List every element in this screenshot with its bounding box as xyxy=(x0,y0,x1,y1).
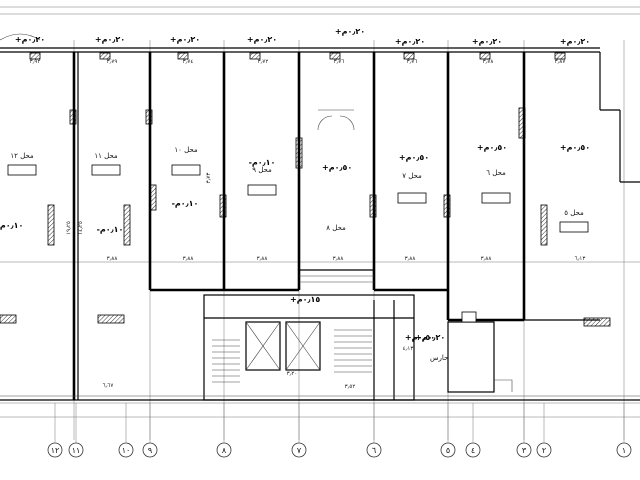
shop-level-label: +٠٫٥٠م xyxy=(405,333,435,342)
top-level-label: +٠٫٢٠م xyxy=(395,37,425,46)
top-level-label: +٠٫٢٠م xyxy=(472,37,502,46)
top-dimension-label: ٣٫٧٩ xyxy=(107,59,118,65)
bottom-boundary xyxy=(0,395,640,401)
entrance-door xyxy=(317,109,355,131)
top-level-label: +٠٫٢٠م xyxy=(335,27,365,36)
shop-name-labels: محل ١٢ محل ١١ محل ١٠ محل ٩ محل ٨ محل ٧ محل ٦ مح… xyxy=(10,146,584,232)
top-dimension-label: ٣٫٩٢ xyxy=(30,59,41,65)
axis-label: ٨ xyxy=(222,446,227,455)
shop-level-label: +٠٫٥٠م xyxy=(477,143,507,152)
shop-label-boxes xyxy=(7,164,589,233)
center-level-label: +٠٫٥٠م xyxy=(322,163,352,172)
axis-label: ١٢ xyxy=(51,446,60,455)
axis-label: ٤ xyxy=(471,446,475,455)
shop-level-labels: -٠٫١٠م -٠٫١٠م -٠٫١٠م -٠٫١٠م +٠٫٥٠م +٠٫٥٠م +٠٫٥… xyxy=(0,143,590,342)
side-dimension-labels: ١٩٫٢٥ ١٤٫٢٥ ٣٫٧٣ xyxy=(66,173,212,235)
side-dimension-label: ١٤٫٢٥ xyxy=(78,221,84,235)
bottom-dimension-label: ٣٫٨٨ xyxy=(257,256,268,262)
shop-label: محل ٦ xyxy=(486,169,506,177)
bottom-dimension-label: ٦٫١٣ xyxy=(575,256,586,262)
bottom-dimension-labels: ٣٫٨٨ ٣٫٨٨ ٣٫٨٨ ٣٫٨٨ ٣٫٨٨ ٣٫٨٨ ٦٫١٣ xyxy=(107,256,586,262)
entrance-level-label: +٠٫١٥م xyxy=(290,295,320,304)
lower-dimension-label: ٦٫٦٧ xyxy=(103,383,114,389)
lower-dimension-label: ٣٫٥٢ xyxy=(345,384,356,390)
top-dimension-label: ٣٫٧٦ xyxy=(407,59,418,65)
top-dimension-labels: ٣٫٩٢ ٣٫٧٩ ٣٫٧٤ ٣٫٧٢ ٣٫٧٦ ٣٫٧٦ ٣٫٧٨ ٣٫٨٧ xyxy=(30,59,566,65)
shop-level-label: -٠٫١٠م xyxy=(249,158,276,167)
shop-label: محل ٥ xyxy=(564,209,584,217)
axis-label: ١١ xyxy=(72,446,81,455)
service-core xyxy=(203,294,415,401)
axis-label: ٦ xyxy=(372,446,376,455)
shop-label: محل ١٢ xyxy=(10,152,34,160)
axis-label: ١ xyxy=(622,446,626,455)
grid-axis-markers: ١٢ ١١ ١٠ ٩ ٨ ٧ ٦ ٥ ٤ ٣ ٢ ١ xyxy=(47,403,632,458)
shop-level-label: -٠٫١٠م xyxy=(97,225,124,234)
shop-label: محل ١٠ xyxy=(174,146,198,154)
top-level-label: +٠٫٢٠م xyxy=(95,35,125,44)
bottom-dimension-label: ٣٫٨٨ xyxy=(107,256,118,262)
top-dimension-label: ٣٫٧٦ xyxy=(334,59,345,65)
bottom-dimension-label: ٣٫٨٨ xyxy=(481,256,492,262)
top-level-label: +٠٫٢٠م xyxy=(170,35,200,44)
axis-label: ١٠ xyxy=(122,446,131,455)
bottom-dimension-label: ٣٫٨٨ xyxy=(333,256,344,262)
bottom-dimension-label: ٣٫٨٨ xyxy=(183,256,194,262)
axis-label: ٢ xyxy=(542,446,546,455)
shop-label: محل ٨ xyxy=(326,224,346,232)
columns xyxy=(0,52,611,327)
top-level-label: +٠٫٢٠م xyxy=(15,35,45,44)
shop-level-label: -٠٫١٠م xyxy=(0,221,23,230)
top-level-labels: +٠٫٢٠م +٠٫٢٠م +٠٫٢٠م +٠٫٢٠م +٠٫٢٠م +٠٫٢٠م +٠٫٢… xyxy=(15,27,590,46)
guard-room xyxy=(447,311,513,393)
top-dimension-label: ٣٫٧٤ xyxy=(183,59,194,65)
axis-label: ٩ xyxy=(148,446,152,455)
lower-dimension-labels: ٦٫٦٧ ٣٫٢٠ ٣٫٥٢ ٤٫١٣ xyxy=(103,346,414,390)
guard-room-label: حارس xyxy=(430,354,448,362)
shop-label: محل ١١ xyxy=(94,152,118,160)
side-dimension-label: ٣٫٧٣ xyxy=(206,173,212,184)
shop-level-label: +٠٫٥٠م xyxy=(399,153,429,162)
top-dimension-label: ٣٫٧٨ xyxy=(483,59,494,65)
top-dimension-label: ٣٫٨٧ xyxy=(555,59,566,65)
top-level-label: +٠٫٢٠م xyxy=(247,35,277,44)
stair-level-label: +٠٫٢٠م xyxy=(415,333,445,342)
side-dimension-label: ١٩٫٢٥ xyxy=(66,221,72,235)
top-level-label: +٠٫٢٠م xyxy=(560,37,590,46)
lower-dimension-label: ٤٫١٣ xyxy=(403,346,414,352)
bottom-dimension-label: ٣٫٨٨ xyxy=(405,256,416,262)
top-dimension-label: ٣٫٧٢ xyxy=(258,59,269,65)
lower-dimension-label: ٣٫٢٠ xyxy=(287,371,298,377)
shop-label: محل ٩ xyxy=(252,166,272,174)
stair-treads xyxy=(212,329,372,383)
shop-fronts xyxy=(150,269,600,322)
axis-label: ٥ xyxy=(446,446,450,455)
shop-label: محل ٧ xyxy=(402,172,422,180)
axis-label: ٧ xyxy=(297,446,302,455)
axis-label: ٣ xyxy=(522,446,527,455)
shop-level-label: -٠٫١٠م xyxy=(172,199,199,208)
shop-level-label: +٠٫٥٠م xyxy=(560,143,590,152)
